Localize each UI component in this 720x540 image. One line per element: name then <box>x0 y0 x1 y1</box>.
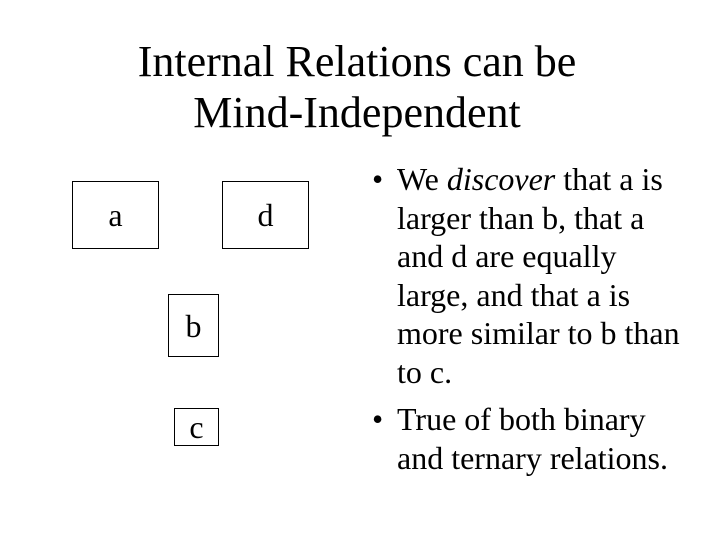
bullet1-line6: to c. <box>397 353 453 390</box>
bullet1-line1: We discover that a is <box>397 160 716 199</box>
bullet1-line1-post: that a is <box>555 161 663 197</box>
bullet-item-1: • We discover that a is larger than b, t… <box>366 160 716 391</box>
slide-title-line1: Internal Relations can be <box>137 37 577 86</box>
slide-title-line2: Mind-Independent <box>193 88 521 137</box>
box-d-label: d <box>257 197 274 233</box>
bullet1-line2: larger than b, that a <box>397 199 645 236</box>
box-d: d <box>222 181 309 249</box>
box-c-label: c <box>189 409 204 445</box>
bullet1-line3: and d are equally <box>397 238 617 274</box>
bullet-list: • We discover that a is larger than b, t… <box>366 160 716 477</box>
box-c: c <box>174 408 219 446</box>
bullet1-line1-pre: We <box>397 161 447 197</box>
bullet2-line2: and ternary relations. <box>397 439 668 476</box>
bullet2-line1: True of both binary <box>397 401 646 437</box>
box-b: b <box>168 294 219 357</box>
box-a-label: a <box>108 197 123 233</box>
bullet1-line1-italic: discover <box>446 161 556 197</box>
bullet-marker: • <box>372 161 384 197</box>
bullet-item-2: • True of both binary and ternary relati… <box>366 400 716 477</box>
slide-title: Internal Relations can be Mind-Independe… <box>0 36 714 138</box>
bullet-marker: • <box>372 401 384 437</box>
box-a: a <box>72 181 159 249</box>
bullet1-line4: large, and that a is <box>397 276 631 313</box>
bullet1-line5: more similar to b than <box>397 315 680 351</box>
box-b-label: b <box>185 307 202 344</box>
